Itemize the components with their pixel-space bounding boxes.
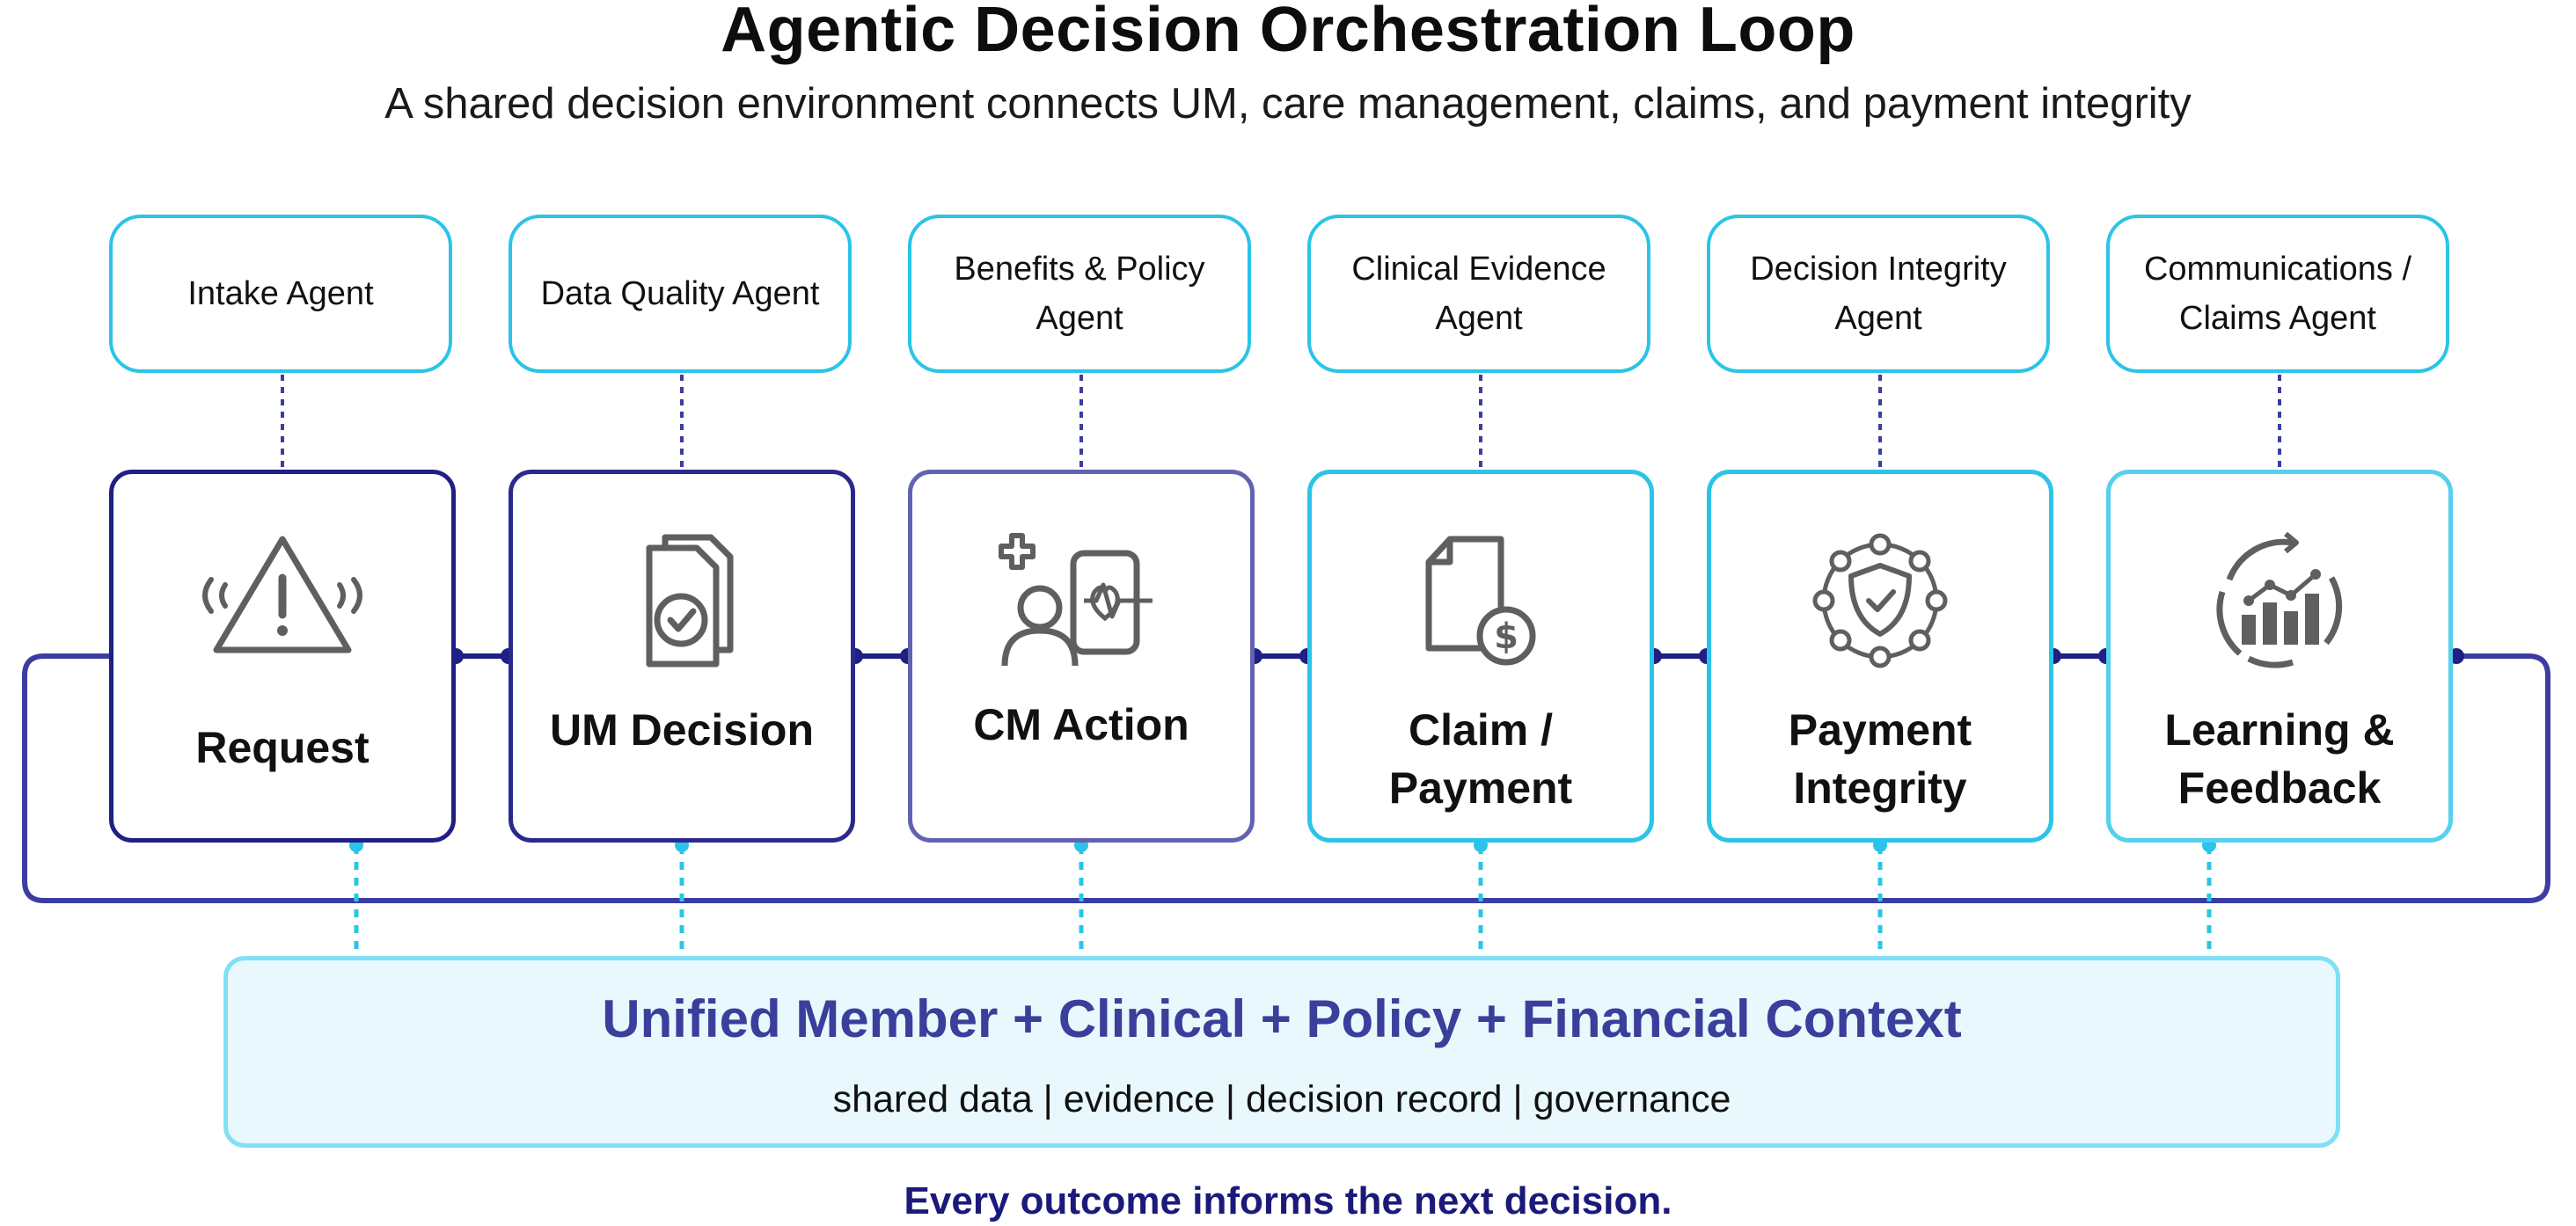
context-subtitle: shared data | evidence | decision record… bbox=[832, 1078, 1731, 1120]
stage-label: UM Decision bbox=[549, 705, 815, 755]
agent-label: Data Quality Agent bbox=[540, 275, 820, 312]
agent-label: Clinical Evidence Agent bbox=[1351, 251, 1606, 337]
agent-box-data-quality: Data Quality Agent bbox=[509, 215, 852, 373]
footer-tagline: Every outcome informs the next decision. bbox=[904, 1179, 1672, 1222]
care-monitoring-icon bbox=[999, 533, 1153, 667]
stage-label: Learning & Feedback bbox=[2164, 705, 2395, 813]
stage-label: Request bbox=[195, 723, 370, 772]
shield-network-icon bbox=[1812, 533, 1948, 668]
stage-card-claim-payment: $ Claim / Payment bbox=[1307, 470, 1654, 843]
context-title: Unified Member + Clinical + Policy + Fin… bbox=[602, 989, 1962, 1048]
stage-card-um-decision: UM Decision bbox=[509, 470, 855, 843]
agent-box-communications-claims: Communications / Claims Agent bbox=[2106, 215, 2449, 373]
stage-label: Payment Integrity bbox=[1788, 705, 1972, 813]
agent-box-intake: Intake Agent bbox=[109, 215, 452, 373]
alert-triangle-icon bbox=[202, 536, 362, 653]
approved-documents-icon bbox=[646, 534, 734, 668]
stage-card-request: Request bbox=[109, 470, 456, 843]
feedback-loop-line bbox=[22, 653, 2550, 903]
agent-box-decision-integrity: Decision Integrity Agent bbox=[1707, 215, 2050, 373]
agent-label: Benefits & Policy Agent bbox=[954, 251, 1205, 337]
agent-label: Communications / Claims Agent bbox=[2143, 251, 2412, 337]
stage-label: Claim / Payment bbox=[1388, 705, 1573, 813]
shared-context-box: Unified Member + Clinical + Policy + Fin… bbox=[223, 956, 2340, 1148]
stage-card-cm-action: CM Action bbox=[908, 470, 1255, 843]
context-links bbox=[354, 846, 2212, 955]
diagram-title: Agentic Decision Orchestration Loop bbox=[721, 0, 1855, 65]
stage-label: CM Action bbox=[973, 700, 1189, 749]
svg-text:$: $ bbox=[1494, 617, 1519, 657]
claim-dollar-icon: $ bbox=[1425, 536, 1536, 666]
agent-stage-links bbox=[281, 375, 2281, 468]
stage-card-payment-integrity: Payment Integrity bbox=[1707, 470, 2053, 843]
agent-label: Decision Integrity Agent bbox=[1750, 251, 2007, 337]
stage-card-learning-feedback: Learning & Feedback bbox=[2106, 470, 2453, 843]
diagram-subtitle: A shared decision environment connects U… bbox=[384, 80, 2192, 128]
analytics-cycle-icon bbox=[2216, 531, 2343, 668]
agent-box-benefits-policy: Benefits & Policy Agent bbox=[908, 215, 1251, 373]
agent-box-clinical-evidence: Clinical Evidence Agent bbox=[1307, 215, 1650, 373]
agent-label: Intake Agent bbox=[187, 275, 374, 312]
